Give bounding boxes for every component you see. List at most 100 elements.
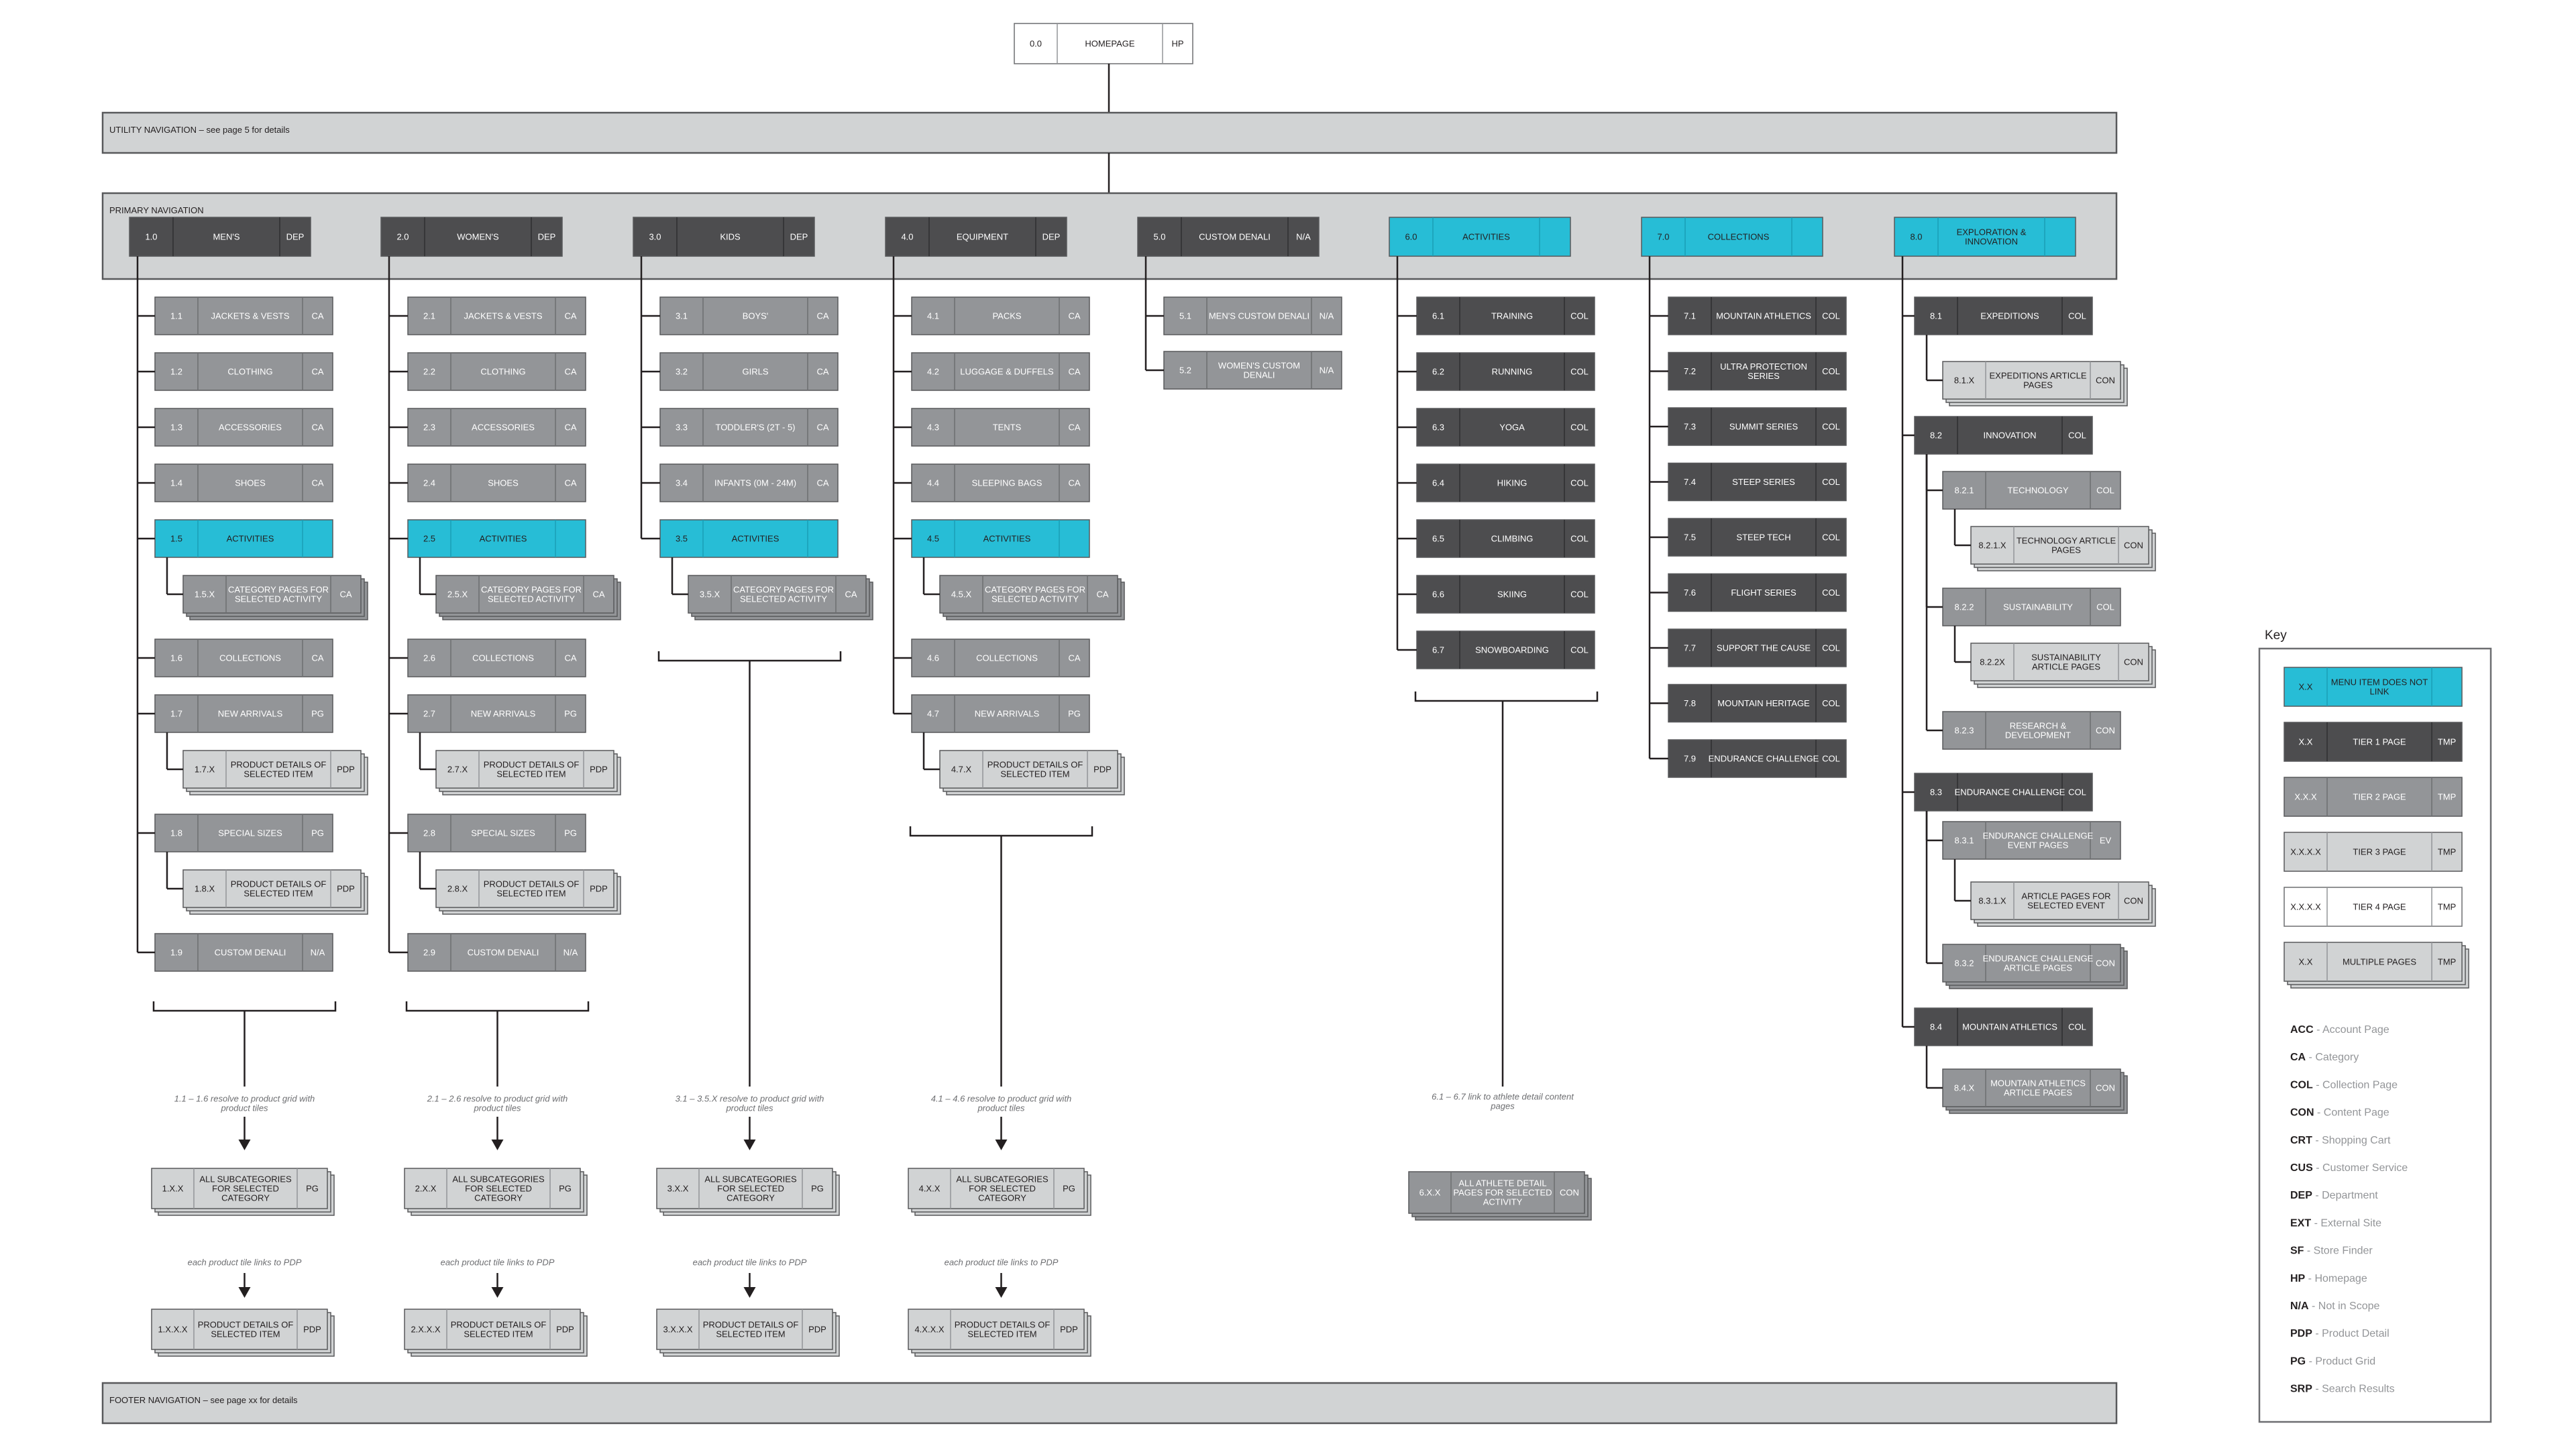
box-number: 1.6	[170, 653, 182, 663]
box-number: 3.2	[676, 367, 688, 377]
box-type: CA	[1068, 311, 1080, 321]
box-label: CUSTOM DENALI	[215, 948, 286, 958]
key-abbr-EXT: EXT - External Site	[2290, 1217, 2381, 1229]
